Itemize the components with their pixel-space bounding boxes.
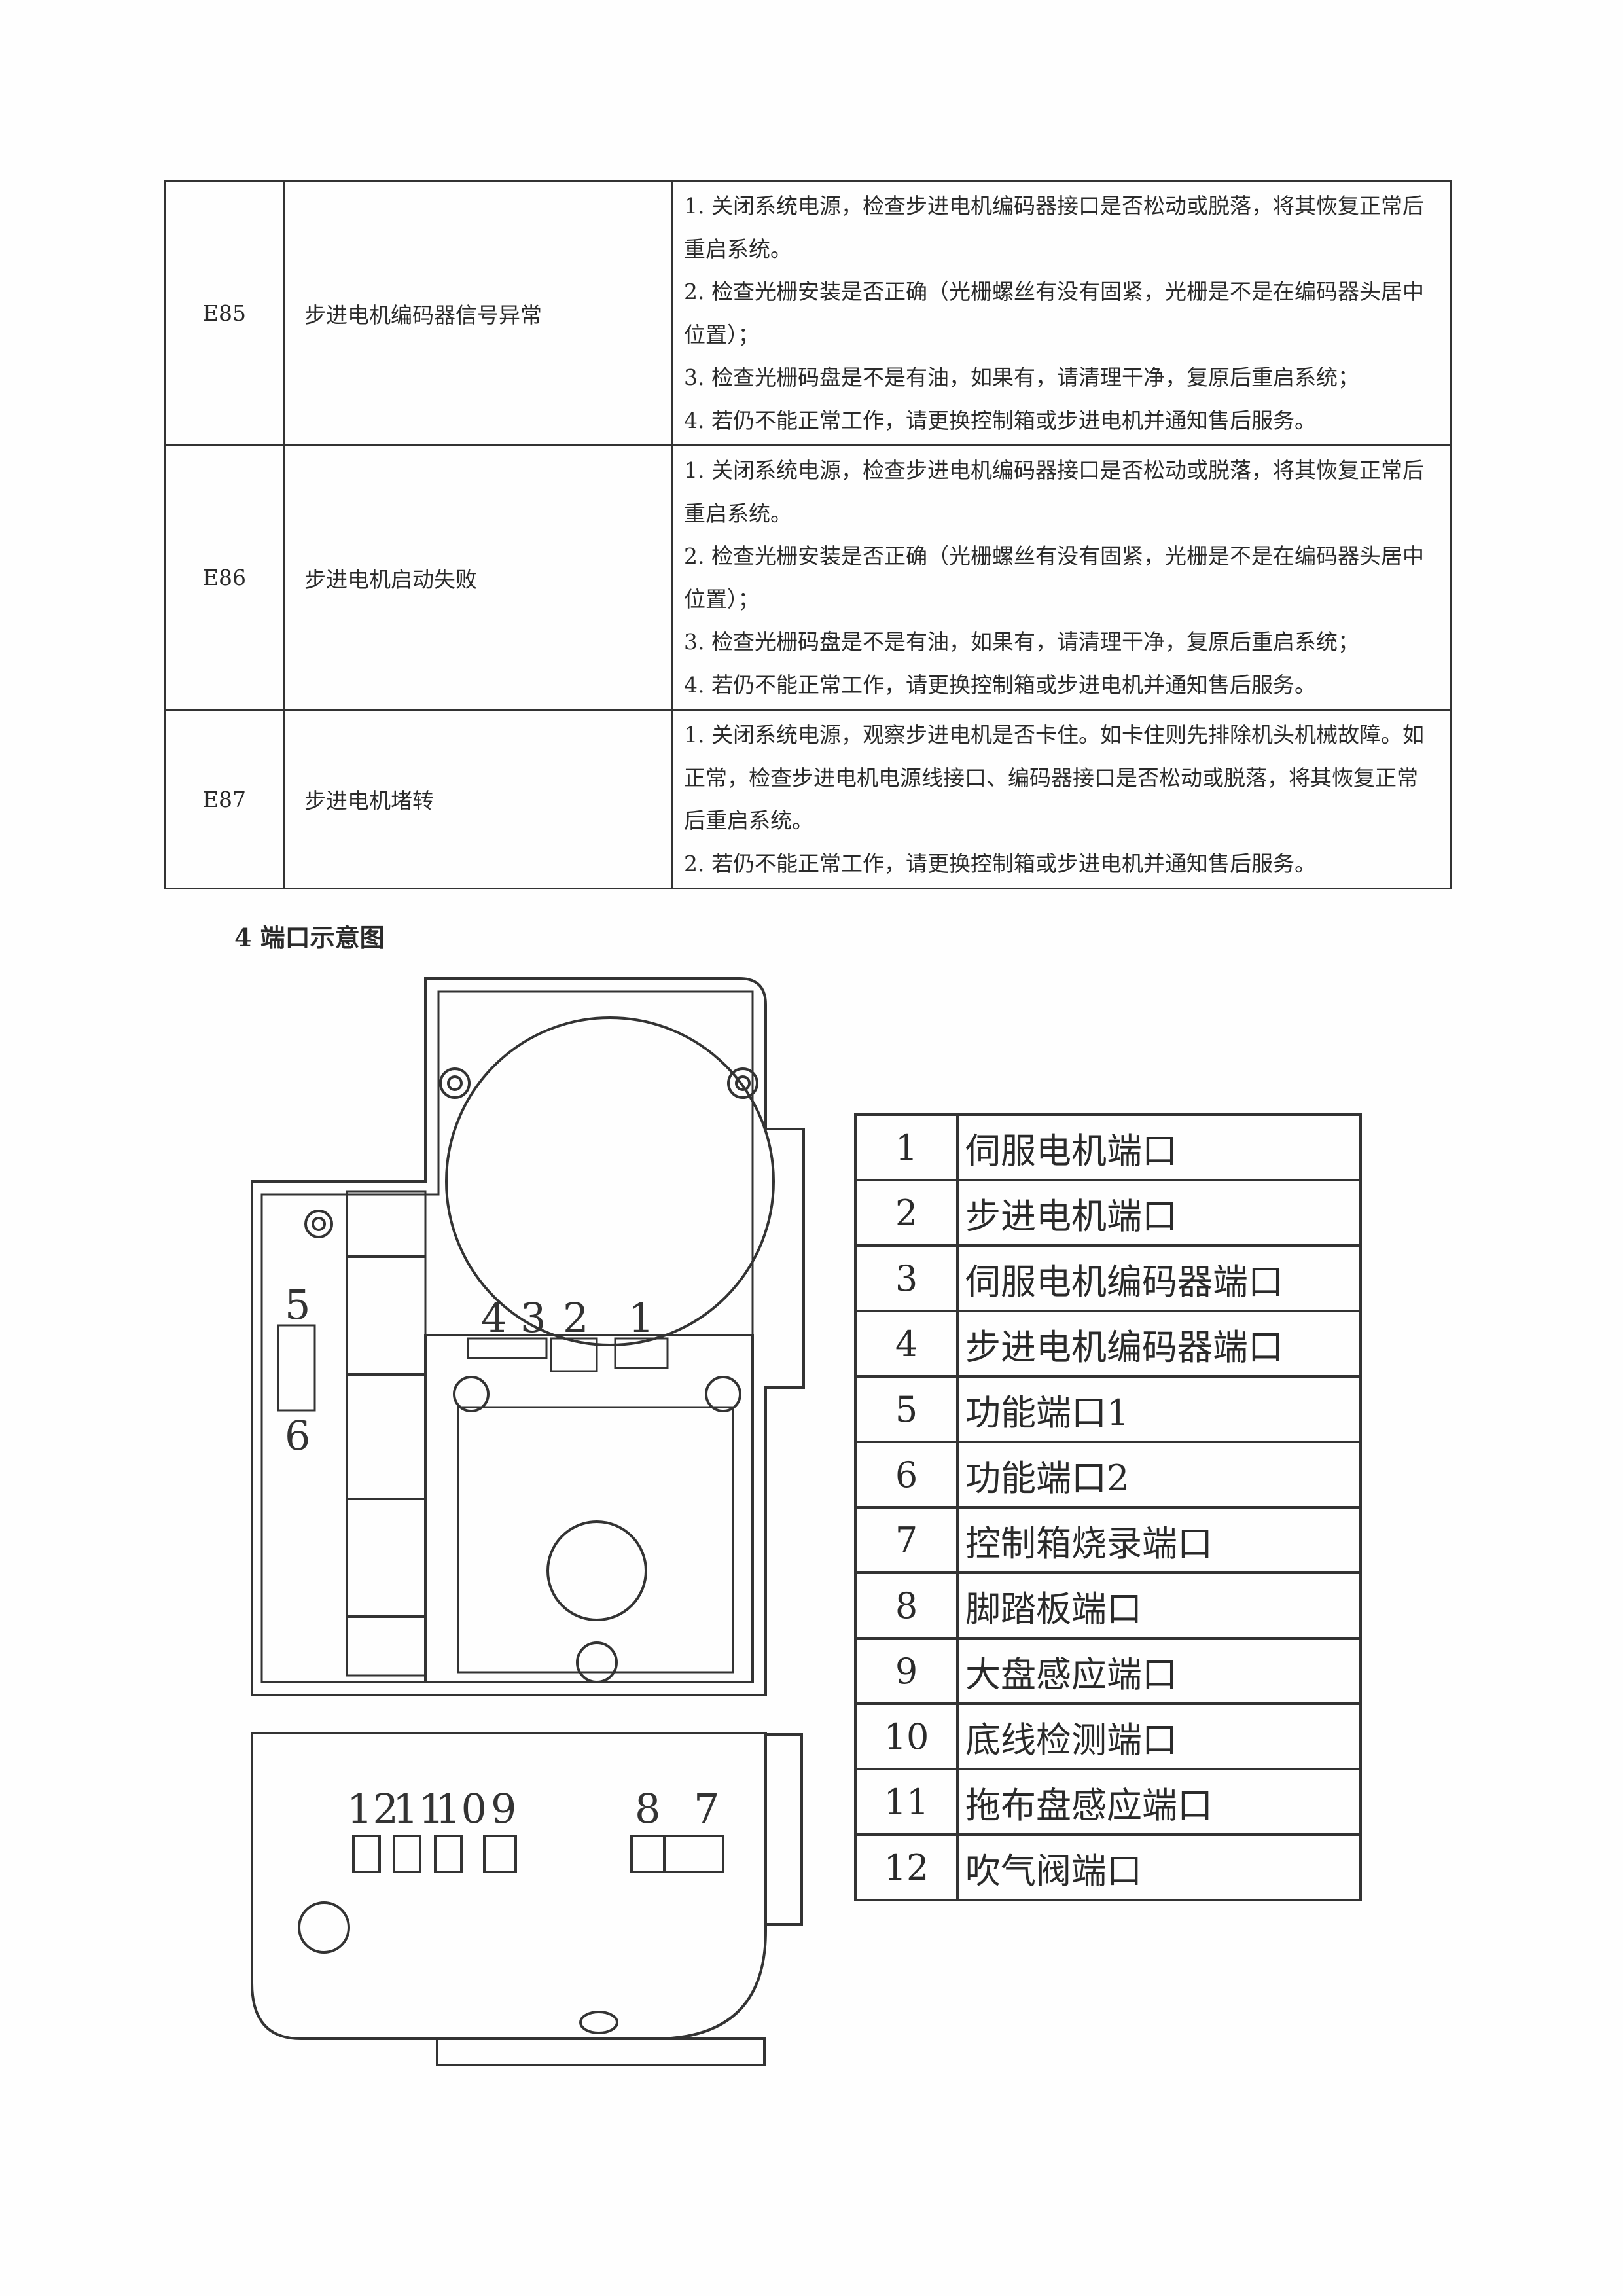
label-port-7: 7 — [694, 1785, 719, 1833]
step: 1. 关闭系统电源，检查步进电机编码器接口是否松动或脱落，将其恢复正常后重启系统… — [684, 193, 1424, 262]
port-label: 伺服电机编码器端口 — [956, 1244, 1362, 1312]
port-label: 脚踏板端口 — [956, 1571, 1362, 1640]
step: 2. 若仍不能正常工作，请更换控制箱或步进电机并通知售后服务。 — [684, 850, 1316, 876]
label-port-11: 11 — [393, 1785, 444, 1833]
port-number: 9 — [854, 1637, 959, 1705]
port-label: 大盘感应端口 — [956, 1637, 1362, 1705]
port-label: 拖布盘感应端口 — [956, 1768, 1362, 1836]
step: 1. 关闭系统电源，观察步进电机是否卡住。如卡住则先排除机头机械故障。如正常，检… — [684, 722, 1424, 833]
port-label: 伺服电机端口 — [956, 1113, 1362, 1181]
port-number: 6 — [854, 1441, 959, 1509]
label-port-10: 10 — [435, 1785, 487, 1833]
step: 2. 检查光栅安装是否正确（光栅螺丝有没有固紧，光栅是不是在编码器头居中位置）； — [684, 543, 1424, 612]
step: 3. 检查光栅码盘是不是有油，如果有，请清理干净，复原后重启系统； — [684, 365, 1359, 390]
step: 1. 关闭系统电源，检查步进电机编码器接口是否松动或脱落，将其恢复正常后重启系统… — [684, 457, 1424, 526]
port-label: 吹气阀端口 — [956, 1833, 1362, 1901]
port-label: 底线检测端口 — [956, 1702, 1362, 1770]
port-label: 步进电机编码器端口 — [956, 1310, 1362, 1378]
step: 2. 检查光栅安装是否正确（光栅螺丝有没有固紧，光栅是不是在编码器头居中位置）； — [684, 279, 1424, 348]
error-table: E85 步进电机编码器信号异常 1. 关闭系统电源，检查步进电机编码器接口是否松… — [164, 180, 1452, 889]
error-name: 步进电机启动失败 — [283, 444, 673, 711]
port-number: 11 — [854, 1768, 959, 1836]
error-solution: 1. 关闭系统电源，观察步进电机是否卡住。如卡住则先排除机头机械故障。如正常，检… — [671, 709, 1452, 889]
control-box-top — [251, 977, 805, 1696]
port-number: 2 — [854, 1179, 959, 1247]
port-label: 功能端口2 — [956, 1441, 1362, 1509]
step: 4. 若仍不能正常工作，请更换控制箱或步进电机并通知售后服务。 — [684, 672, 1316, 698]
port-label: 功能端口1 — [956, 1375, 1362, 1443]
label-port-8: 8 — [635, 1785, 660, 1833]
label-port-2: 2 — [563, 1294, 588, 1342]
port-label: 步进电机端口 — [956, 1179, 1362, 1247]
label-port-12: 12 — [347, 1785, 399, 1833]
label-port-1: 1 — [628, 1294, 654, 1342]
error-code: E86 — [164, 444, 285, 711]
port-number: 1 — [854, 1113, 959, 1181]
error-name: 步进电机编码器信号异常 — [283, 180, 673, 446]
port-number: 7 — [854, 1506, 959, 1574]
label-port-9: 9 — [491, 1785, 516, 1833]
port-number: 5 — [854, 1375, 959, 1443]
label-port-6: 6 — [285, 1412, 310, 1460]
label-port-3: 3 — [520, 1294, 546, 1342]
label-port-5: 5 — [285, 1281, 310, 1329]
error-solution: 1. 关闭系统电源，检查步进电机编码器接口是否松动或脱落，将其恢复正常后重启系统… — [671, 180, 1452, 446]
error-code: E87 — [164, 709, 285, 889]
port-number: 12 — [854, 1833, 959, 1901]
table-row: E85 步进电机编码器信号异常 1. 关闭系统电源，检查步进电机编码器接口是否松… — [164, 180, 1452, 446]
table-row: E87 步进电机堵转 1. 关闭系统电源，观察步进电机是否卡住。如卡住则先排除机… — [164, 709, 1452, 889]
diagram-labels: 4 3 2 1 5 6 12 11 10 9 8 7 — [285, 1281, 719, 1833]
label-port-4: 4 — [481, 1294, 507, 1342]
port-number: 4 — [854, 1310, 959, 1378]
control-box-bottom — [251, 1732, 803, 2066]
port-number: 3 — [854, 1244, 959, 1312]
port-number: 10 — [854, 1702, 959, 1770]
step: 4. 若仍不能正常工作，请更换控制箱或步进电机并通知售后服务。 — [684, 407, 1316, 433]
port-label: 控制箱烧录端口 — [956, 1506, 1362, 1574]
error-name: 步进电机堵转 — [283, 709, 673, 889]
table-row: E86 步进电机启动失败 1. 关闭系统电源，检查步进电机编码器接口是否松动或脱… — [164, 444, 1452, 711]
error-code: E85 — [164, 180, 285, 446]
step: 3. 检查光栅码盘是不是有油，如果有，请清理干净，复原后重启系统； — [684, 629, 1359, 655]
port-number: 8 — [854, 1571, 959, 1640]
section-title: 4 端口示意图 — [234, 923, 385, 952]
error-solution: 1. 关闭系统电源，检查步进电机编码器接口是否松动或脱落，将其恢复正常后重启系统… — [671, 444, 1452, 711]
